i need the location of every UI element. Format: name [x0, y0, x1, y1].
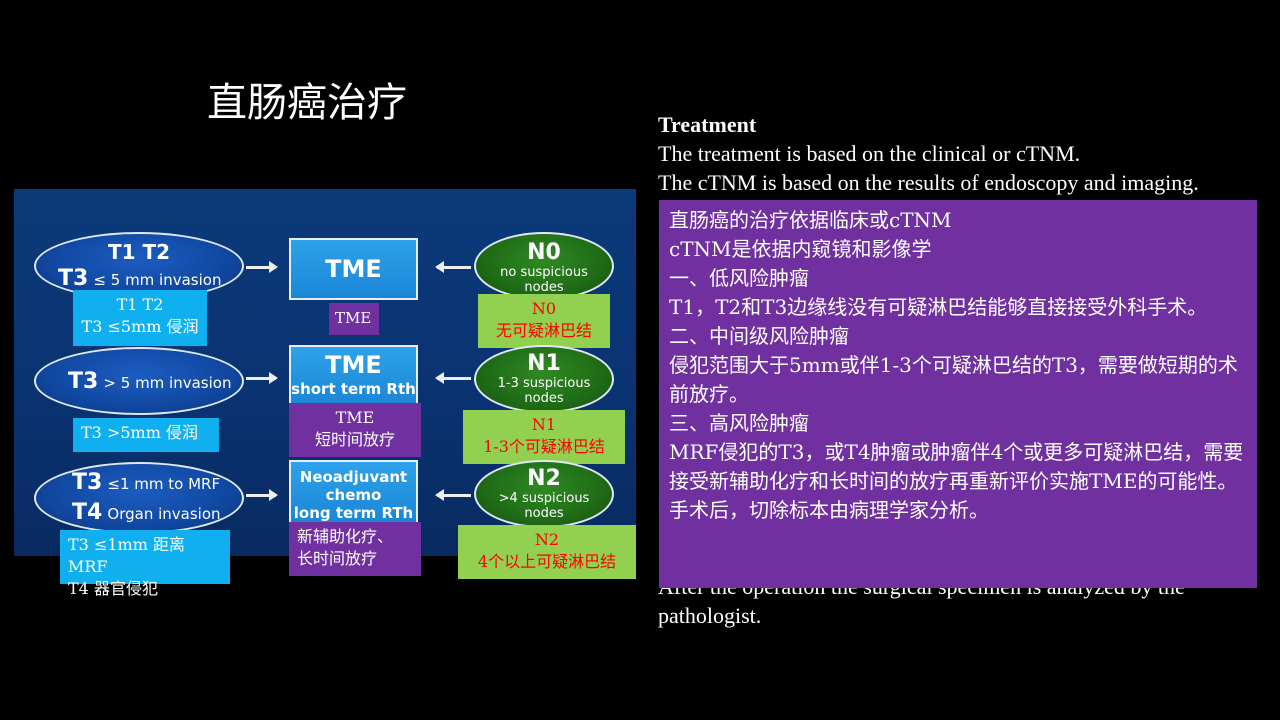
label-t3-t4-line2: T4 器官侵犯 [68, 579, 158, 598]
oval-t3-gt5: T3 > 5 mm invasion [34, 347, 244, 415]
label-n0-cn: N0 无可疑淋巴结 [478, 294, 610, 348]
cn-line-4: T1，T2和T3边缘线没有可疑淋巴结能够直接接受外科手术。 [669, 295, 1208, 319]
label-tme-cn-3: 新辅助化疗、 长时间放疗 [289, 522, 421, 576]
arrow-right-3 [246, 489, 278, 501]
chinese-translation-box: 直肠癌的治疗依据临床或cTNM cTNM是依据内窥镜和影像学 一、低风险肿瘤 T… [659, 200, 1257, 588]
label-t1-t2-line1: T1 T2 [116, 295, 164, 314]
english-heading: Treatment [658, 112, 757, 137]
label-n0-line1: N0 [531, 299, 557, 318]
label-n2-line1: N2 [534, 530, 560, 549]
tme-text-1: TME [325, 255, 382, 283]
oval-t3-row2-text: T3 [68, 369, 99, 394]
label-tme-line2-2: 短时间放疗 [314, 430, 395, 449]
arrow-right-1 [246, 261, 278, 273]
cn-line-5: 二、中间级风险肿瘤 [669, 324, 849, 348]
label-t3-t4-line1: T3 ≤1mm 距离 MRF [68, 535, 185, 576]
n0-desc: no suspicious nodes [500, 265, 588, 295]
oval-t3-row3-text: T3 [72, 470, 103, 495]
tme-long-rth: long term RTh [293, 504, 414, 522]
tme-box-1: TME [289, 238, 418, 300]
oval-invasion-text: ≤ 5 mm invasion [93, 271, 222, 289]
tme-chemo: chemo [325, 486, 382, 504]
label-t3-gt5-cn: T3 >5mm 侵润 [73, 418, 219, 452]
oval-gt5-text: > 5 mm invasion [103, 374, 232, 392]
cn-line-6: 侵犯范围大于5mm或伴1-3个可疑淋巴结的T3，需要做短期的术前放疗。 [669, 353, 1238, 406]
oval-t3-text: T3 [58, 266, 89, 291]
n1-desc-2: nodes [524, 391, 564, 406]
label-t3-t4-cn: T3 ≤1mm 距离 MRF T4 器官侵犯 [60, 530, 230, 598]
oval-n1: N1 1-3 suspicious nodes [474, 345, 614, 413]
oval-t3-t4: T3 ≤1 mm to MRF T4 Organ invasion [34, 462, 244, 534]
arrow-left-1 [435, 261, 471, 273]
label-tme-text-1: TME [335, 309, 372, 327]
label-n0-line2: 无可疑淋巴结 [495, 321, 592, 340]
label-tme-cn-2: TME 短时间放疗 [289, 403, 421, 457]
arrow-left-2 [435, 372, 471, 384]
cn-line-1: 直肠癌的治疗依据临床或cTNM [669, 208, 952, 232]
english-tail-2: pathologist. [658, 603, 762, 628]
arrow-left-3 [435, 489, 471, 501]
oval-t4-text: T4 [72, 500, 103, 525]
oval-mrf-text: ≤1 mm to MRF [107, 475, 221, 493]
label-tme-line1-2: TME [335, 408, 375, 427]
oval-organ-text: Organ invasion [107, 505, 221, 523]
tme-text-2: TME [325, 351, 382, 379]
cn-line-3: 一、低风险肿瘤 [669, 266, 809, 290]
label-n2-line2: 4个以上可疑淋巴结 [477, 552, 617, 571]
cn-line-7: 三、高风险肿瘤 [669, 411, 809, 435]
cn-line-2: cTNM是依据内窥镜和影像学 [669, 237, 932, 261]
tme-short-rth: short term Rth [291, 380, 416, 398]
n2-text: N2 [527, 466, 561, 491]
cn-line-9: 手术后，切除标本由病理学家分析。 [669, 498, 989, 522]
label-tme-line2-3: 长时间放疗 [297, 549, 378, 568]
tme-box-3: Neoadjuvant chemo long term RTh [289, 460, 418, 524]
label-n1-line1: N1 [531, 415, 557, 434]
cn-line-8: MRF侵犯的T3，或T4肿瘤或肿瘤伴4个或更多可疑淋巴结，需要接受新辅助化疗和长… [669, 440, 1244, 493]
oval-t1-t2-t3: T1 T2 T3 ≤ 5 mm invasion [34, 232, 244, 300]
label-tme-line1-3: 新辅助化疗、 [297, 527, 394, 546]
english-text: Treatment The treatment is based on the … [658, 110, 1258, 197]
label-t1-t2-cn: T1 T2 T3 ≤5mm 侵润 [73, 290, 207, 346]
tme-box-2: TME short term Rth [289, 345, 418, 407]
label-t3-gt5-text: T3 >5mm 侵润 [81, 423, 198, 442]
slide-title: 直肠癌治疗 [207, 80, 407, 126]
oval-n0: N0 no suspicious nodes [474, 232, 614, 300]
oval-n2: N2 >4 suspicious nodes [474, 460, 614, 528]
n0-text: N0 [527, 240, 561, 265]
english-line-2: The cTNM is based on the results of endo… [658, 170, 1199, 195]
n1-text: N1 [527, 351, 561, 376]
label-n2-cn: N2 4个以上可疑淋巴结 [458, 525, 636, 579]
oval-t1-t2-text: T1 T2 [108, 240, 171, 264]
label-n1-line2: 1-3个可疑淋巴结 [483, 437, 605, 456]
n2-desc-1: >4 suspicious [498, 491, 590, 506]
label-tme-cn-1: TME [329, 303, 379, 335]
arrow-right-2 [246, 372, 278, 384]
n1-desc-1: 1-3 suspicious [497, 376, 591, 391]
english-line-1: The treatment is based on the clinical o… [658, 141, 1081, 166]
label-n1-cn: N1 1-3个可疑淋巴结 [463, 410, 625, 464]
label-t1-t2-line2: T3 ≤5mm 侵润 [81, 317, 199, 336]
n2-desc-2: nodes [524, 506, 564, 521]
tme-neoadjuvant: Neoadjuvant [299, 468, 408, 486]
